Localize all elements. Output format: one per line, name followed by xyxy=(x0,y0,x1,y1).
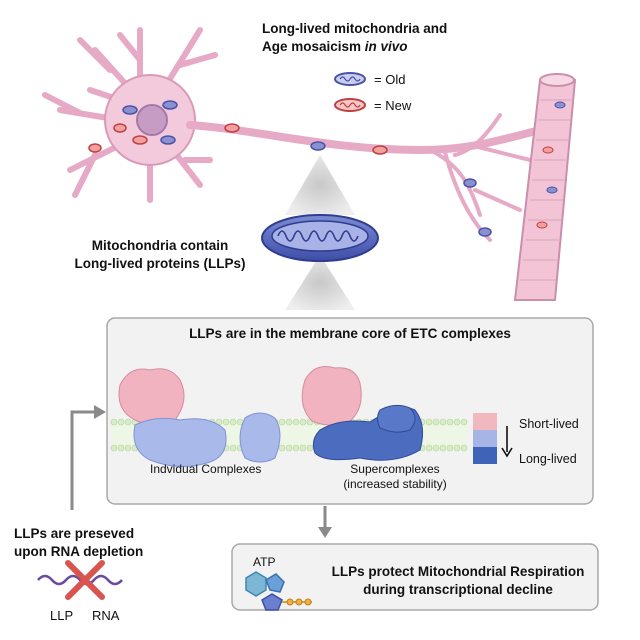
supercomplexes-label: Supercomplexes (increased stability) xyxy=(315,462,475,492)
rna-heading-line-2: upon RNA depletion xyxy=(14,544,144,559)
legend-old-icon xyxy=(334,72,366,86)
membrane-bead xyxy=(460,444,468,452)
membrane-bead xyxy=(229,418,237,426)
membrane-bead xyxy=(299,444,307,452)
mito-heading: Mitochondria contain Long-lived proteins… xyxy=(40,237,280,273)
membrane-bead xyxy=(446,418,454,426)
membrane-bead xyxy=(110,418,118,426)
membrane-bead xyxy=(432,418,440,426)
rna-heading: LLPs are preseved upon RNA depletion xyxy=(14,525,224,561)
membrane-bead xyxy=(292,418,300,426)
membrane-bead xyxy=(278,444,286,452)
muscle-fiber-icon xyxy=(513,73,577,301)
membrane-bead xyxy=(306,444,314,452)
title-line-1: Long-lived mitochondria and xyxy=(262,21,448,36)
title-line-2-italic: in vivo xyxy=(364,39,408,54)
membrane-bead xyxy=(425,418,433,426)
etc-box-title: LLPs are in the membrane core of ETC com… xyxy=(189,326,511,341)
zoom-cone-lower xyxy=(285,255,355,310)
feedback-arrow xyxy=(70,410,96,510)
membrane-bead xyxy=(110,444,118,452)
membrane-bead xyxy=(292,444,300,452)
zoom-cone-upper xyxy=(285,155,355,215)
respiration-text: LLPs protect Mitochondrial Respiration d… xyxy=(318,563,598,599)
membrane-bead xyxy=(229,444,237,452)
membrane-bead xyxy=(285,418,293,426)
membrane-bead xyxy=(278,418,286,426)
membrane-bead xyxy=(453,444,461,452)
membrane-bead xyxy=(124,418,132,426)
membrane-bead xyxy=(439,418,447,426)
down-arrow-head xyxy=(318,527,332,538)
rna-crossed-icon xyxy=(37,560,123,600)
supercomplexes-label-line-2: (increased stability) xyxy=(343,477,447,491)
membrane-bead xyxy=(285,444,293,452)
protein-complex-icon xyxy=(118,366,424,467)
membrane-bead xyxy=(460,418,468,426)
rna-label-rna: RNA xyxy=(92,608,120,623)
figure-title: Long-lived mitochondria and Age mosaicis… xyxy=(262,20,502,56)
feedback-arrow-head xyxy=(94,405,106,419)
title-line-2: Age mosaicism in vivo xyxy=(262,38,502,56)
legend-new-icon xyxy=(334,98,366,112)
membrane-bead xyxy=(453,418,461,426)
membrane-bead xyxy=(222,418,230,426)
individual-complexes-label: Indvidual Complexes xyxy=(150,462,262,476)
neuron-mitochondria xyxy=(88,100,492,237)
membrane-bead xyxy=(124,444,132,452)
atp-molecule-icon xyxy=(245,571,312,611)
respiration-line-1: LLPs protect Mitochondrial Respiration xyxy=(331,564,585,579)
legend-old-label: = Old xyxy=(374,72,406,87)
membrane-bead xyxy=(117,418,125,426)
mito-heading-line-1: Mitochondria contain xyxy=(91,238,229,253)
legend-new-label: = New xyxy=(374,98,412,113)
respiration-box xyxy=(231,543,599,611)
membrane-bead xyxy=(446,444,454,452)
mitochondrion-icon xyxy=(261,214,379,262)
long-lived-label: Long-lived xyxy=(519,452,577,466)
supercomplexes-label-line-1: Supercomplexes xyxy=(350,462,440,476)
membrane-bead xyxy=(432,444,440,452)
membrane-bead xyxy=(439,444,447,452)
rna-label-llp: LLP xyxy=(50,608,74,623)
short-lived-label: Short-lived xyxy=(519,417,579,431)
membrane-bead xyxy=(299,418,307,426)
title-line-2-prefix: Age mosaicism xyxy=(262,39,365,54)
mito-heading-line-2: Long-lived proteins (LLPs) xyxy=(74,256,246,271)
atp-label: ATP xyxy=(253,555,276,569)
membrane-bead xyxy=(425,444,433,452)
respiration-line-2: during transcriptional decline xyxy=(363,582,553,597)
rna-heading-line-1: LLPs are preseved xyxy=(14,526,135,541)
stability-scale xyxy=(473,413,513,464)
membrane-bead xyxy=(117,444,125,452)
